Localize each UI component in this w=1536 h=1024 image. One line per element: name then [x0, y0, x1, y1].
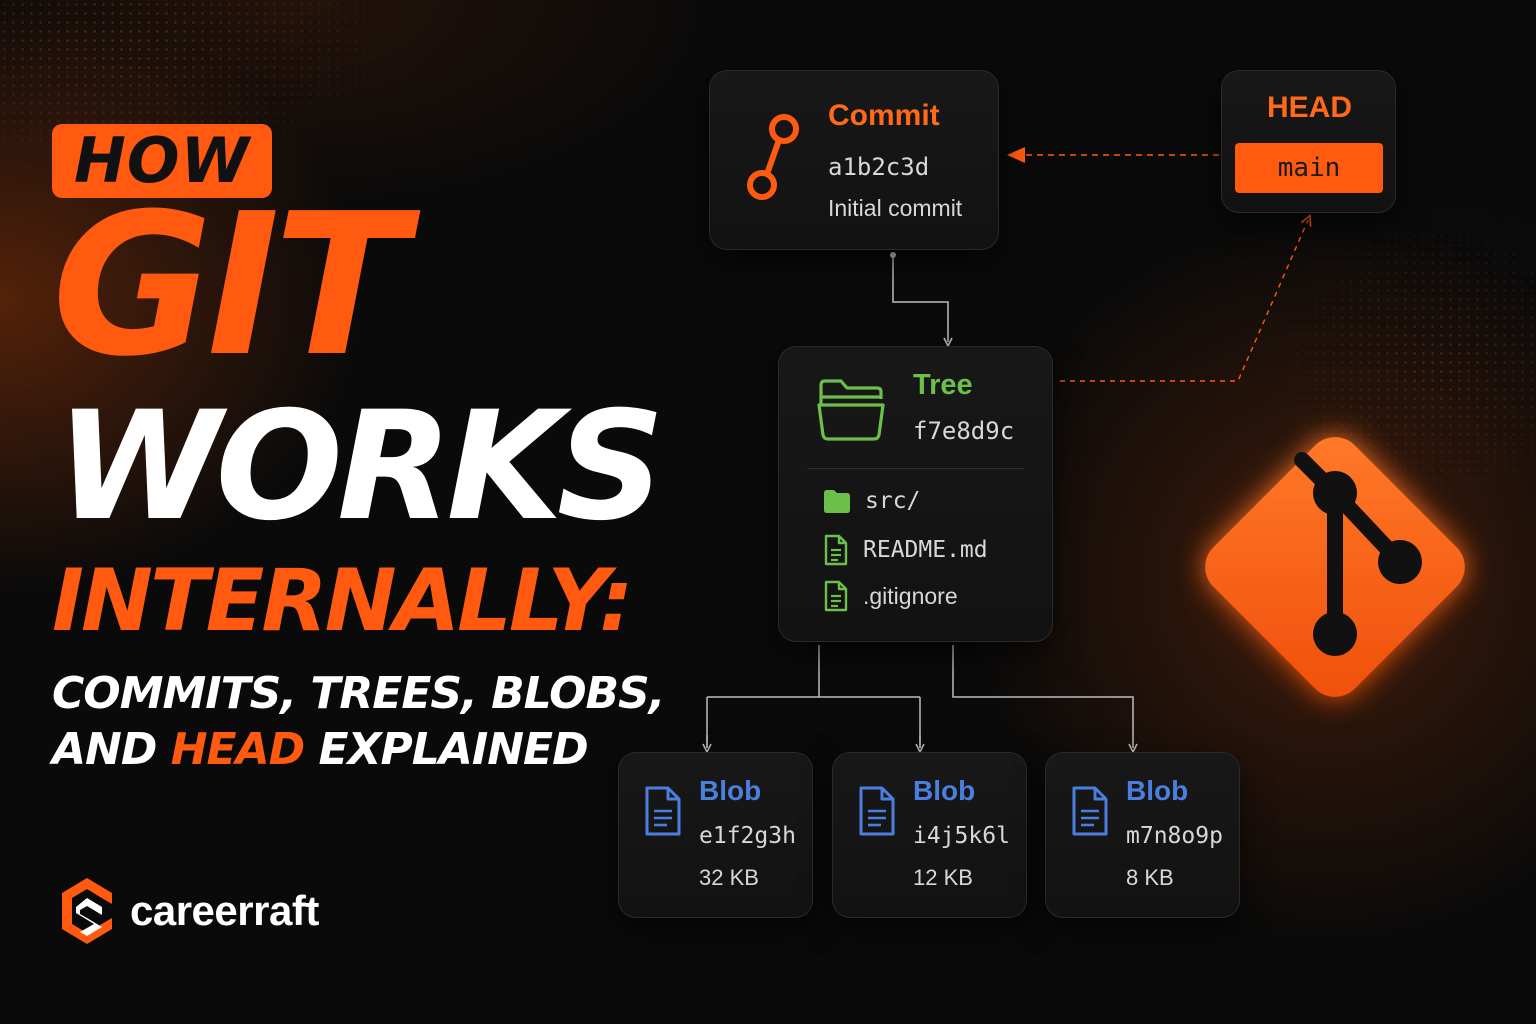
file-icon [645, 786, 681, 836]
blob-size: 32 KB [699, 865, 759, 890]
title-internally: INTERNALLY: [52, 551, 634, 651]
blob-size: 8 KB [1126, 865, 1174, 890]
brand-name: careerraft [130, 887, 319, 934]
blob-size: 12 KB [913, 865, 973, 890]
folder-icon [817, 379, 885, 441]
head-branch-badge: main [1235, 143, 1383, 193]
subtitle-line-2: AND HEAD EXPLAINED [52, 728, 589, 772]
tree-to-blobs-connector [706, 645, 921, 748]
blob-hash: m7n8o9p [1126, 823, 1223, 849]
title-git: GIT [52, 172, 407, 400]
tree-entry-src: src/ [823, 488, 920, 514]
careerraft-logo-icon [62, 878, 112, 944]
blob-label: Blob [913, 775, 976, 806]
tree-label: Tree [913, 369, 973, 401]
tree-entry-gitignore: .gitignore [823, 580, 958, 612]
blob-node-1: Blob e1f2g3h 32 KB [618, 752, 813, 918]
commit-label: Commit [828, 99, 940, 132]
subtitle-explained: EXPLAINED [304, 724, 589, 775]
file-icon [824, 580, 848, 612]
tree-divider [807, 468, 1024, 469]
file-icon [1072, 786, 1108, 836]
tree-entry-label: src/ [865, 488, 921, 514]
subtitle-and: AND [52, 724, 171, 775]
blob-hash: e1f2g3h [699, 823, 796, 849]
file-icon [824, 534, 848, 566]
tree-entry-label: README.md [863, 537, 988, 563]
subtitle-line-1: COMMITS, TREES, BLOBS, [52, 668, 665, 719]
blob-hash: i4j5k6l [913, 823, 1010, 849]
git-logo-icon [1205, 437, 1465, 697]
how-badge: HOW [52, 124, 272, 198]
blob-node-2: Blob i4j5k6l 12 KB [832, 752, 1027, 918]
tree-entry-label: .gitignore [863, 582, 958, 609]
tree-hash: f7e8d9c [913, 417, 1015, 445]
title-works: WORKS [56, 380, 665, 554]
head-label: HEAD [1266, 91, 1352, 124]
tree-node: Tree f7e8d9c src/ README.md [778, 346, 1053, 642]
tree-to-head-connector [1060, 213, 1312, 382]
commit-message: Initial commit [828, 195, 963, 221]
subtitle-head-accent: HEAD [170, 724, 305, 775]
commit-tree-connector-dot [890, 252, 896, 258]
brand: careerraft [58, 876, 319, 946]
tree-entry-readme: README.md [823, 534, 988, 566]
blob-label: Blob [1126, 775, 1189, 806]
head-node: HEAD main [1221, 70, 1396, 213]
tree-to-blob-3-connector [952, 645, 1133, 748]
commit-node: Commit a1b2c3d Initial commit [709, 70, 999, 250]
title-how: HOW [74, 124, 250, 197]
blob-label: Blob [699, 775, 762, 806]
blob-node-3: Blob m7n8o9p 8 KB [1045, 752, 1240, 918]
file-icon [859, 786, 895, 836]
commit-icon [747, 114, 799, 200]
folder-icon [824, 490, 850, 513]
commit-hash: a1b2c3d [828, 153, 930, 181]
commit-to-tree-connector [892, 258, 948, 342]
